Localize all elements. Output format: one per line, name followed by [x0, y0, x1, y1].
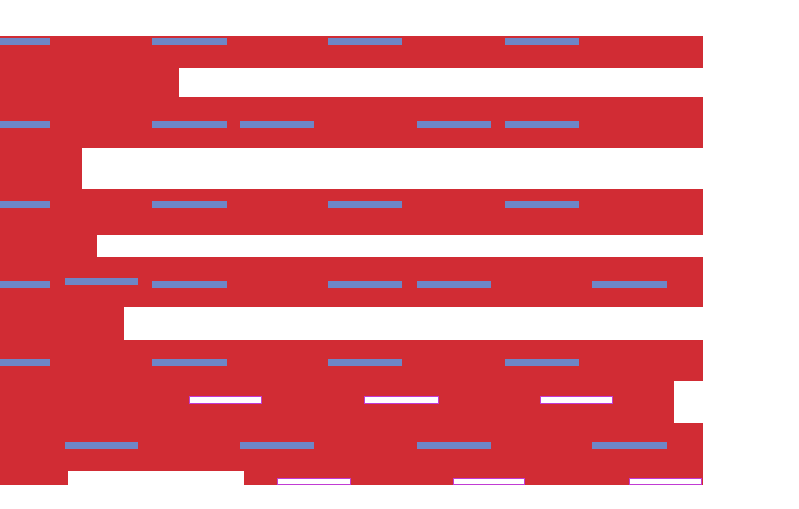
background-cutout: [674, 381, 703, 423]
visited-link-outlined-bar: [189, 396, 262, 404]
link-underline-segment: [152, 38, 227, 45]
link-underline-segment: [505, 359, 579, 366]
link-underline-segment: [505, 121, 579, 128]
link-underline-segment: [417, 442, 491, 449]
link-underline-segment: [505, 38, 579, 45]
link-underline-segment: [152, 281, 227, 288]
link-underline-segment: [0, 359, 50, 366]
visited-link-outlined-bar: [364, 396, 439, 404]
link-underline-segment: [592, 442, 667, 449]
link-underline-segment: [65, 278, 138, 285]
visited-link-outlined-bar: [540, 396, 613, 404]
redacted-content-block: [0, 189, 703, 235]
link-underline-segment: [0, 121, 50, 128]
link-underline-segment: [0, 38, 50, 45]
link-underline-segment: [152, 359, 227, 366]
background-cutout: [68, 471, 244, 485]
link-underline-segment: [328, 359, 402, 366]
redacted-content-block: [0, 235, 97, 257]
redacted-content-block: [0, 97, 703, 148]
link-underline-segment: [152, 121, 227, 128]
link-underline-segment: [328, 38, 402, 45]
link-underline-segment: [417, 121, 491, 128]
link-underline-segment: [152, 201, 227, 208]
link-underline-segment: [65, 442, 138, 449]
visited-link-outlined-bar: [277, 478, 351, 485]
link-underline-segment: [0, 281, 50, 288]
link-underline-segment: [240, 442, 314, 449]
link-underline-segment: [328, 281, 402, 288]
visited-link-outlined-bar: [453, 478, 525, 485]
link-underline-segment: [240, 121, 314, 128]
redacted-content-block: [0, 307, 124, 340]
redacted-content-block: [0, 68, 179, 97]
link-underline-segment: [417, 281, 491, 288]
link-underline-segment: [328, 201, 402, 208]
link-underline-segment: [592, 281, 667, 288]
redacted-content-block: [0, 148, 82, 189]
visited-link-outlined-bar: [629, 478, 702, 485]
link-underline-segment: [505, 201, 579, 208]
link-underline-segment: [0, 201, 50, 208]
